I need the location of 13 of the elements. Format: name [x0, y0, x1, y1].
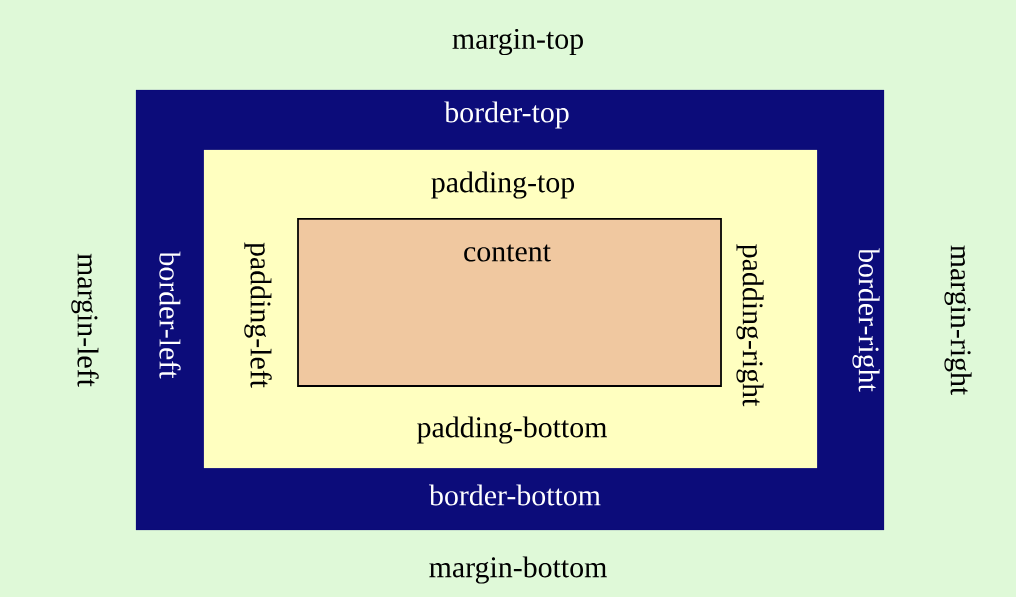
- box-label: padding-bottom: [417, 416, 607, 444]
- box-label: border-right: [852, 248, 880, 392]
- box-label: content: [464, 244, 551, 262]
- box-label: margin-left: [71, 253, 99, 387]
- box-label: padding-top: [431, 171, 575, 199]
- box-label: border-top: [444, 101, 569, 129]
- box-label: margin-top: [452, 28, 583, 56]
- box-label: border-bottom: [429, 484, 601, 506]
- box-label: padding-left: [244, 242, 272, 388]
- box-label: border-left: [159, 251, 181, 379]
- box-label: padding-right: [736, 244, 764, 407]
- box-label: margin-bottom: [429, 556, 607, 584]
- box-label: margin-right: [944, 245, 972, 396]
